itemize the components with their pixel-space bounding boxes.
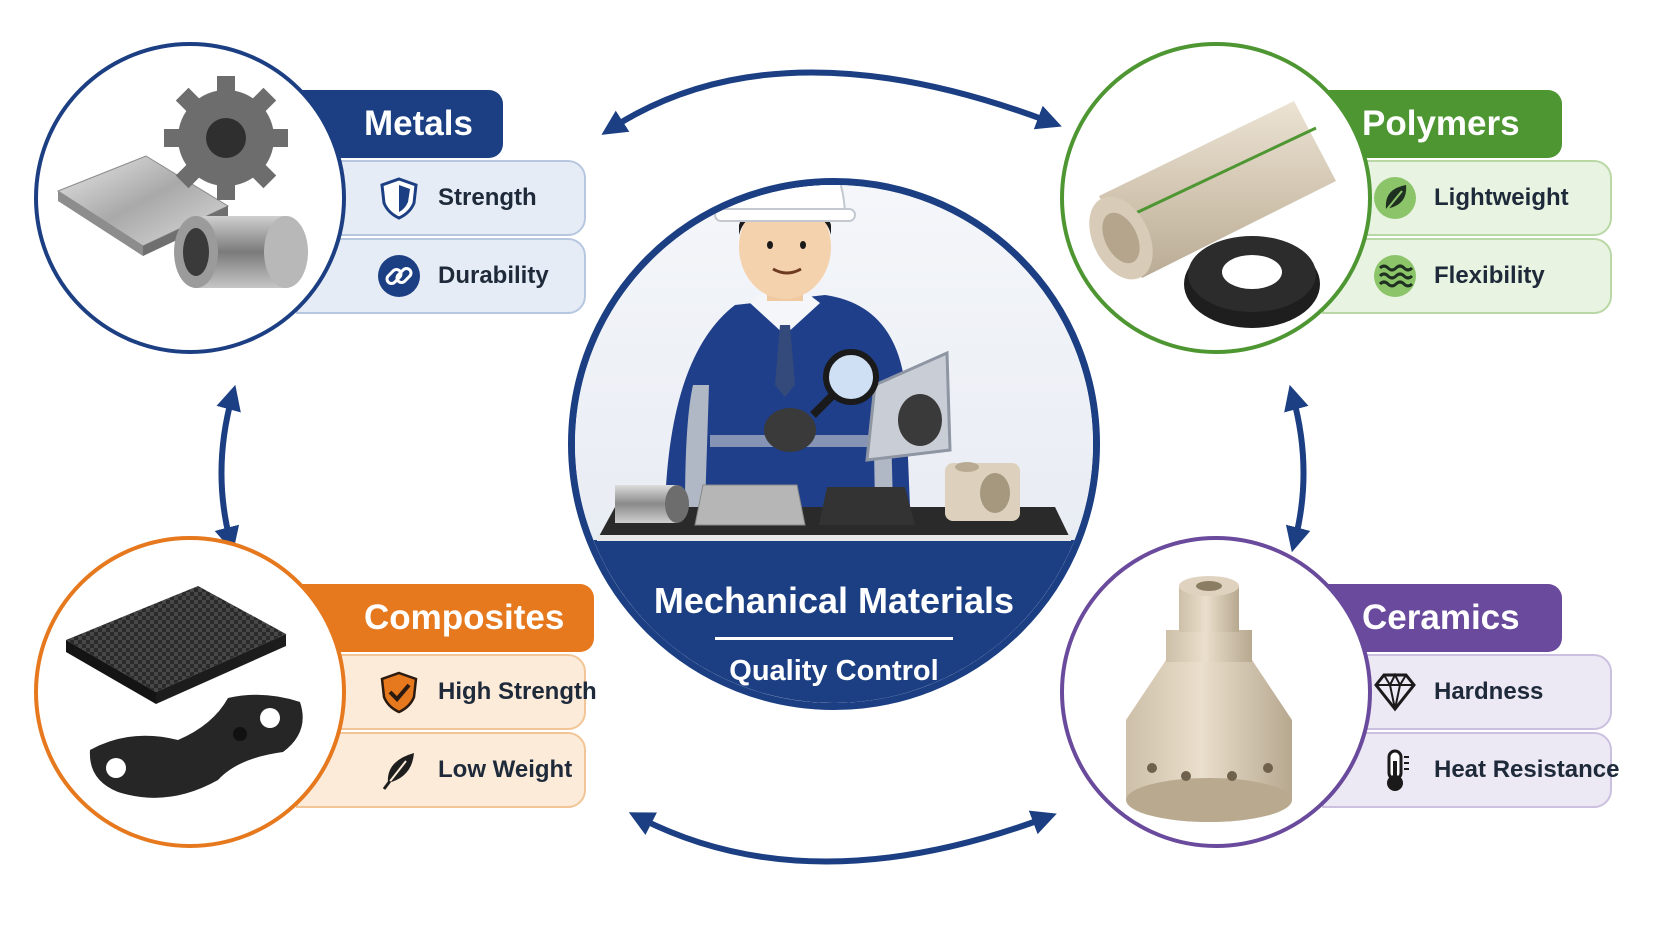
ceramics-feature-heat-resistance: Heat Resistance [1322, 732, 1619, 808]
metals-feature-durability: Durability [296, 238, 586, 314]
chain-link-icon [378, 255, 420, 297]
composites-feature-high-strength: High Strength [296, 654, 597, 730]
center-subtitle: Quality Control [729, 655, 939, 687]
arrow-left [214, 384, 241, 553]
feature-label: High Strength [438, 678, 597, 705]
feature-label: Strength [438, 184, 537, 211]
arrow-top [601, 69, 1062, 135]
feature-label: Hardness [1434, 678, 1544, 705]
center-hub: Mechanical Materials Quality Control [568, 178, 1100, 710]
arrow-right [1284, 384, 1311, 553]
metals-card: Metals Strength Durability [34, 42, 594, 382]
feature-label: Low Weight [438, 756, 573, 783]
polymers-feature-flexibility: Flexibility [1322, 238, 1612, 314]
center-divider [715, 637, 953, 640]
feature-label: Lightweight [1434, 184, 1569, 211]
ceramics-image [1060, 536, 1372, 848]
inspector-illustration [575, 185, 1093, 703]
composite-parts-illustration [66, 586, 303, 798]
arrow-bottom [628, 810, 1057, 865]
feature-label: Heat Resistance [1434, 756, 1620, 783]
polymers-card: Polymers Lightweight Flexibility [1060, 42, 1620, 382]
shield-icon [380, 177, 418, 220]
polymer-parts-illustration [1089, 101, 1336, 328]
composites-card: Composites High Strength Low Weight [34, 536, 597, 876]
ceramic-part-illustration [1126, 576, 1292, 822]
diamond-icon [1374, 672, 1416, 712]
feather-icon [382, 753, 414, 790]
feature-label: Flexibility [1434, 262, 1545, 289]
metals-image [34, 42, 346, 354]
center-title: Mechanical Materials [653, 580, 1015, 621]
polymers-image [1060, 42, 1372, 354]
polymers-feature-lightweight: Lightweight [1322, 160, 1612, 236]
waves-icon [1374, 255, 1416, 297]
leaf-icon [1374, 177, 1416, 219]
thermometer-icon [1387, 749, 1409, 791]
shield-check-icon [380, 671, 418, 714]
ceramics-card: Ceramics Hardness Heat Resistance [1060, 536, 1620, 876]
metal-parts-illustration [56, 76, 308, 288]
composites-image [34, 536, 346, 848]
composites-feature-low-weight: Low Weight [296, 732, 586, 808]
feature-label: Durability [438, 262, 549, 289]
